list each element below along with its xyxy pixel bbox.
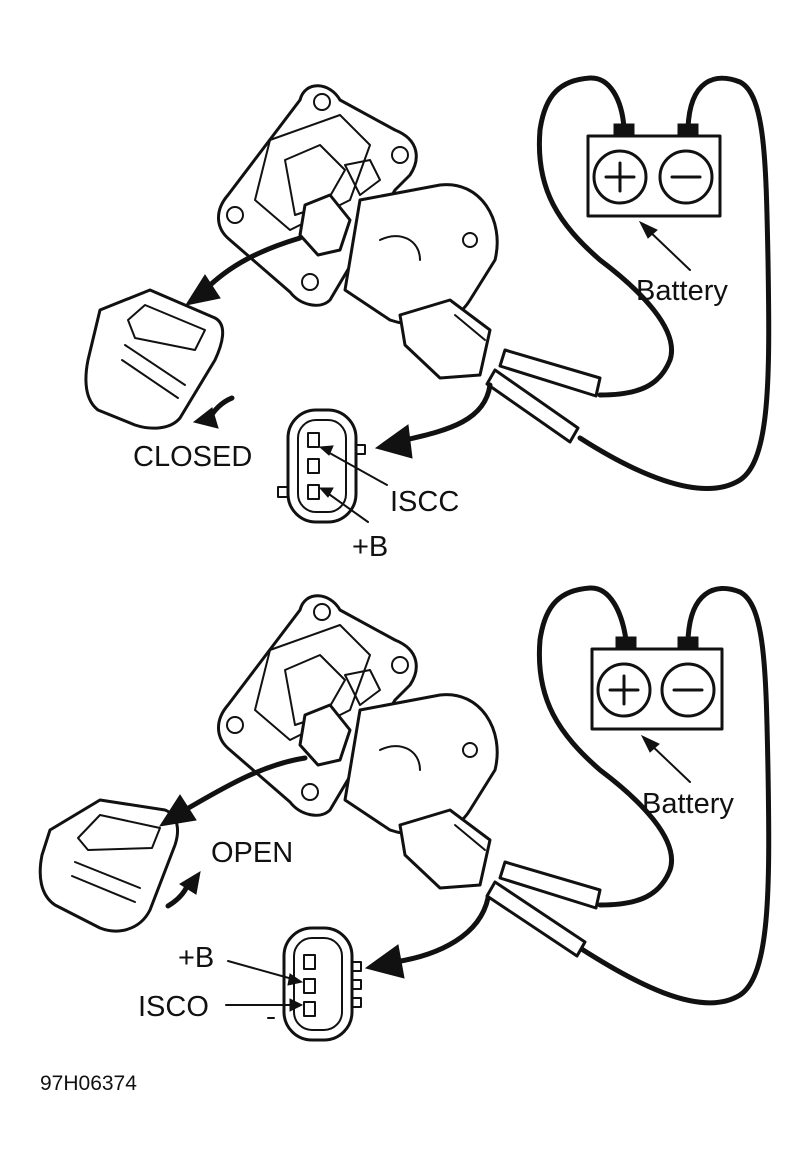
battery-leader-arrowhead bbox=[640, 734, 660, 753]
battery-negative-terminal bbox=[677, 636, 699, 650]
battery bbox=[586, 123, 722, 218]
battery bbox=[590, 636, 724, 731]
negative-icon bbox=[660, 662, 716, 718]
plus-b-leader-line bbox=[227, 960, 297, 981]
battery-negative-wire bbox=[577, 75, 772, 491]
positive-icon bbox=[592, 149, 648, 205]
valve-motor-housing bbox=[343, 693, 499, 837]
connector-to-plug-arrow bbox=[392, 895, 491, 965]
pin-2 bbox=[303, 978, 316, 994]
probe-leads bbox=[485, 860, 602, 958]
plug-housing bbox=[286, 408, 358, 524]
probe-leads bbox=[485, 348, 602, 444]
battery-negative-terminal bbox=[677, 123, 699, 137]
closed-label: CLOSED bbox=[133, 441, 252, 473]
battery-positive-wire bbox=[536, 585, 674, 908]
plus-b-leader-line bbox=[325, 491, 369, 523]
isco-label: ISCO bbox=[138, 991, 209, 1023]
valve-cover-open bbox=[38, 798, 179, 933]
port-to-cover-arrowhead bbox=[184, 274, 221, 306]
valve-port bbox=[298, 703, 352, 767]
figure-code: 97H06374 bbox=[40, 1072, 137, 1095]
top-panel: CLOSED ISCC +B Battery bbox=[84, 75, 772, 563]
battery-leader-arrowhead bbox=[638, 220, 658, 239]
bottom-panel: OPEN +B ISCO Battery bbox=[38, 585, 772, 1042]
valve-motor-housing bbox=[343, 183, 499, 327]
iscc-leader-line bbox=[325, 450, 388, 486]
isc-valve bbox=[217, 84, 499, 380]
plus-b-label: +B bbox=[352, 531, 388, 563]
positive-icon bbox=[596, 662, 652, 718]
closed-rotation-arrowhead bbox=[192, 407, 219, 429]
battery-negative-wire bbox=[577, 586, 772, 1006]
battery-label: Battery bbox=[636, 275, 728, 307]
port-to-cover-arrowhead bbox=[158, 794, 197, 827]
pin-3 bbox=[303, 1001, 316, 1017]
valve-connector-neck bbox=[398, 808, 492, 890]
open-label: OPEN bbox=[211, 837, 293, 869]
port-to-cover-arrow bbox=[182, 755, 308, 813]
connector-to-plug-arrowhead bbox=[364, 944, 405, 979]
connector-to-plug-arrow bbox=[402, 382, 493, 443]
battery-positive-terminal bbox=[613, 123, 635, 137]
valve-connector-neck bbox=[398, 298, 492, 380]
connector-to-plug-arrowhead bbox=[374, 424, 413, 459]
pin-2 bbox=[307, 458, 320, 474]
battery-positive-wire bbox=[536, 75, 674, 398]
pin-1 bbox=[307, 432, 320, 448]
battery-positive-terminal bbox=[615, 636, 637, 650]
negative-icon bbox=[658, 149, 714, 205]
port-to-cover-arrow bbox=[202, 235, 303, 293]
pin-1 bbox=[303, 954, 316, 970]
iscc-label: ISCC bbox=[390, 486, 459, 518]
valve-cover-closed bbox=[84, 288, 225, 430]
battery-label: Battery bbox=[642, 788, 734, 820]
open-rotation-arrowhead bbox=[179, 871, 201, 895]
connector-plug-top bbox=[277, 408, 366, 524]
pin-3 bbox=[307, 484, 320, 500]
isc-valve bbox=[217, 594, 499, 890]
plus-b-label: +B bbox=[178, 942, 214, 974]
valve-port bbox=[298, 193, 352, 257]
battery-leader-line bbox=[647, 741, 691, 783]
battery-leader-line bbox=[645, 227, 691, 271]
connector-plug-bottom bbox=[267, 926, 362, 1042]
